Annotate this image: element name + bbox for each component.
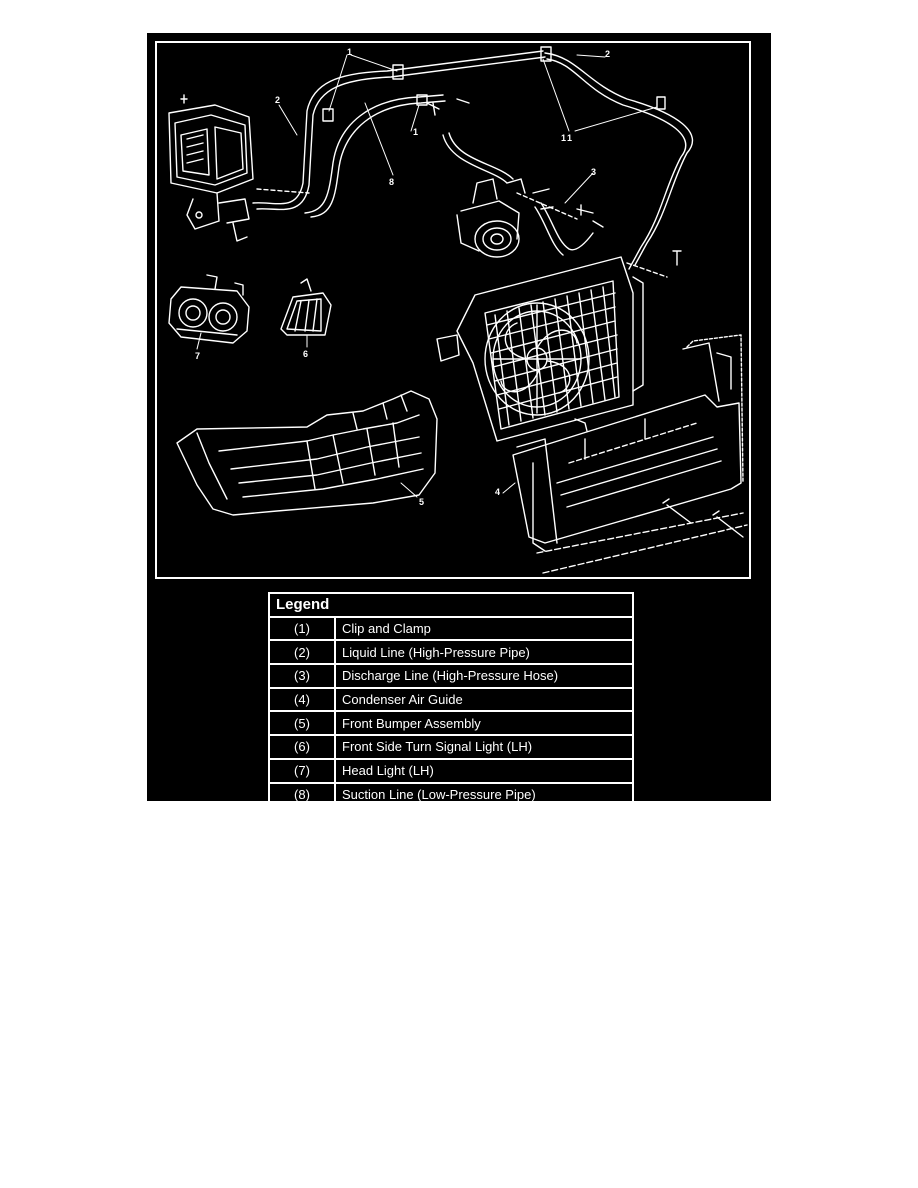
legend-number: (3) <box>268 663 336 689</box>
leader-lines <box>196 54 658 498</box>
bolts <box>574 204 744 538</box>
legend-row: (2) Liquid Line (High-Pressure Pipe) <box>268 639 634 666</box>
legend-row: (6) Front Side Turn Signal Light (LH) <box>268 734 634 760</box>
callout-1a: 1 <box>347 47 352 57</box>
legend-number: (2) <box>268 639 336 666</box>
legend-label: Discharge Line (High-Pressure Hose) <box>334 663 634 689</box>
legend-label: Condenser Air Guide <box>334 686 634 713</box>
legend-number: (1) <box>268 615 336 642</box>
legend-number: (6) <box>268 734 336 760</box>
exploded-view-drawing: 1 1 2 1 8 2 1 3 7 6 5 4 <box>168 46 748 574</box>
front-bumper-assembly <box>176 390 438 516</box>
legend-label: Clip and Clamp <box>334 615 634 642</box>
callout-1b: 1 <box>413 127 418 137</box>
callout-2a: 2 <box>275 95 280 105</box>
callout-8: 8 <box>389 177 394 187</box>
legend-label: Front Side Turn Signal Light (LH) <box>334 734 634 760</box>
condenser <box>436 256 644 442</box>
legend-row: (5) Front Bumper Assembly <box>268 710 634 737</box>
diagram-figure: 1 1 2 1 8 2 1 3 7 6 5 4 Legend (1) Clip … <box>147 33 771 808</box>
ac-compressor <box>456 178 554 258</box>
legend-row: (8) Suction Line (Low-Pressure Pipe) <box>268 781 634 808</box>
legend-number: (4) <box>268 686 336 713</box>
callout-6: 6 <box>303 349 308 359</box>
legend-title: Legend <box>268 592 634 618</box>
clips <box>322 46 666 122</box>
legend-row: (1) Clip and Clamp <box>268 615 634 642</box>
condenser-air-guide <box>512 334 748 574</box>
hvac-module <box>168 94 254 242</box>
legend-row: (3) Discharge Line (High-Pressure Hose) <box>268 663 634 689</box>
front-side-turn-signal-light-lh <box>280 278 332 336</box>
legend-label: Front Bumper Assembly <box>334 710 634 737</box>
legend-number: (8) <box>268 781 336 808</box>
callout-7: 7 <box>195 351 200 361</box>
diagram-frame: 1 1 2 1 8 2 1 3 7 6 5 4 <box>155 41 751 579</box>
legend-table: Legend (1) Clip and Clamp (2) Liquid Lin… <box>268 592 634 808</box>
legend-row: (7) Head Light (LH) <box>268 757 634 784</box>
callout-4: 4 <box>495 487 500 497</box>
cooling-fan <box>484 302 590 416</box>
callout-labels: 1 1 2 1 8 2 1 3 7 6 5 4 <box>195 47 610 507</box>
callout-1c: 1 <box>567 133 572 143</box>
legend-label: Liquid Line (High-Pressure Pipe) <box>334 639 634 666</box>
callout-1d: 1 <box>561 133 566 143</box>
legend-number: (5) <box>268 710 336 737</box>
callout-3: 3 <box>591 167 596 177</box>
refrigerant-lines <box>252 50 694 278</box>
legend-label: Head Light (LH) <box>334 757 634 784</box>
legend-label: Suction Line (Low-Pressure Pipe) <box>334 781 634 808</box>
head-light-lh <box>168 274 250 344</box>
callout-5: 5 <box>419 497 424 507</box>
legend-number: (7) <box>268 757 336 784</box>
legend-header-row: Legend <box>268 592 634 618</box>
callout-2b: 2 <box>605 49 610 59</box>
legend-row: (4) Condenser Air Guide <box>268 686 634 713</box>
